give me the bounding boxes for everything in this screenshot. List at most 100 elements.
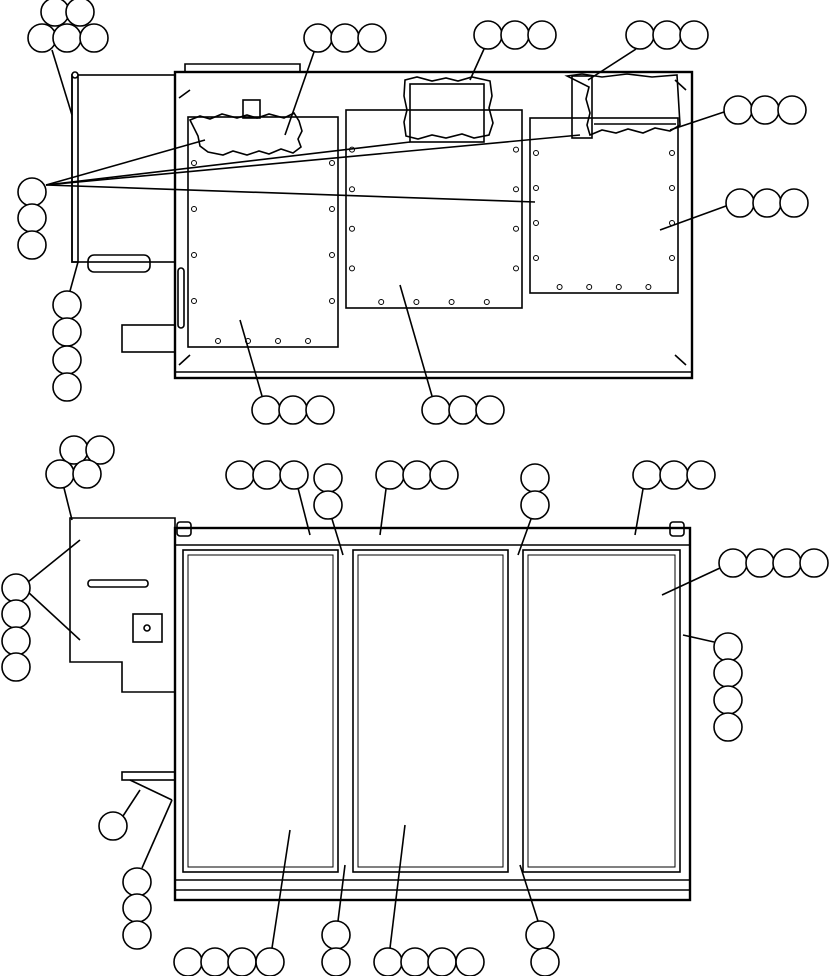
leader-line — [239, 319, 263, 397]
callout-balloon — [713, 685, 743, 715]
callout-balloon — [713, 632, 743, 662]
callout-balloon — [718, 548, 748, 578]
callout-balloon — [1, 573, 31, 603]
callout-balloon — [52, 290, 82, 320]
bolt-hole — [329, 298, 335, 304]
door-panel-left — [182, 549, 339, 873]
callout-balloon — [625, 20, 655, 50]
leader-line — [587, 48, 637, 81]
callout-balloon — [321, 947, 351, 976]
bolt-hole — [533, 150, 539, 156]
bolt-hole — [533, 255, 539, 261]
bolt-hole — [349, 186, 355, 193]
leader-line — [519, 864, 539, 922]
callout-balloon — [313, 463, 343, 493]
leader-line — [45, 184, 536, 203]
callout-balloon — [652, 20, 682, 50]
callout-balloon — [122, 867, 152, 897]
leader-line — [271, 829, 291, 949]
leader-line — [69, 261, 79, 292]
leader-line — [661, 567, 721, 596]
callout-balloon — [279, 460, 309, 490]
bolt-hole — [448, 299, 455, 305]
mount-bracket — [121, 771, 176, 781]
callout-balloon — [52, 345, 82, 375]
leader-line — [659, 205, 727, 231]
leader-line — [27, 591, 81, 641]
bolt-hole — [645, 284, 652, 290]
bolt-hole — [513, 146, 519, 153]
left-housing — [69, 517, 176, 693]
bolt-hole — [191, 206, 197, 212]
bolt-hole — [513, 265, 519, 272]
callout-balloon — [321, 920, 351, 950]
callout-balloon — [79, 23, 109, 53]
door-panel-center — [352, 549, 509, 873]
callout-balloon — [122, 920, 152, 950]
bolt-hole — [556, 284, 563, 290]
callout-balloon — [227, 947, 257, 976]
callout-balloon — [527, 20, 557, 50]
leader-lines — [27, 48, 727, 949]
bolt-hole — [191, 252, 197, 258]
callout-balloon — [330, 23, 360, 53]
callout-balloon — [52, 317, 82, 347]
bolt-hole — [305, 338, 311, 344]
bolt-hole — [329, 252, 335, 258]
bolt-hole — [615, 284, 622, 290]
bolt-hole — [329, 206, 335, 212]
callout-balloon — [520, 490, 550, 520]
callout-balloon — [72, 459, 102, 489]
callout-balloon — [27, 23, 57, 53]
mount-bracket — [121, 324, 176, 353]
bolt-hole — [275, 338, 281, 344]
bolt-hole — [349, 265, 355, 272]
cover-panel-b — [345, 109, 523, 309]
bolt-hole — [669, 185, 675, 191]
leader-line — [669, 111, 725, 131]
bolt-hole — [586, 284, 593, 290]
callout-balloon — [1, 599, 31, 629]
callout-balloon — [429, 460, 459, 490]
callout-balloon — [723, 95, 753, 125]
callout-balloon — [313, 490, 343, 520]
leader-line — [27, 539, 81, 583]
callout-balloon — [225, 460, 255, 490]
callout-balloon — [421, 395, 451, 425]
callout-balloon — [525, 920, 555, 950]
callout-balloon — [686, 460, 716, 490]
inspection-plate — [409, 83, 485, 143]
bolt-hole — [191, 160, 197, 166]
bolt-hole — [329, 160, 335, 166]
callout-balloon — [122, 893, 152, 923]
callout-balloon — [779, 188, 809, 218]
leader-line — [284, 51, 315, 136]
callout-balloon — [745, 548, 775, 578]
bolt-hole — [533, 185, 539, 191]
callout-balloon — [530, 947, 560, 976]
callout-balloon — [448, 395, 478, 425]
callout-balloon — [52, 23, 82, 53]
bolt-hole — [533, 220, 539, 226]
callout-balloon — [402, 460, 432, 490]
leader-line — [337, 864, 346, 922]
slot — [177, 267, 185, 329]
leader-line — [297, 487, 311, 536]
slot — [87, 579, 149, 588]
callout-balloon — [772, 548, 802, 578]
callout-balloon — [200, 947, 230, 976]
callout-balloon — [45, 459, 75, 489]
callout-balloon — [799, 548, 829, 578]
callout-balloon — [750, 95, 780, 125]
bolt-hole — [349, 225, 355, 232]
cutaway-a — [188, 111, 303, 156]
callout-balloon — [278, 395, 308, 425]
leader-line — [51, 49, 73, 116]
callout-balloon — [52, 372, 82, 402]
leader-line — [517, 518, 532, 556]
callout-balloon — [17, 177, 47, 207]
callout-balloon — [17, 203, 47, 233]
handle — [87, 254, 151, 273]
front-view — [69, 517, 692, 902]
